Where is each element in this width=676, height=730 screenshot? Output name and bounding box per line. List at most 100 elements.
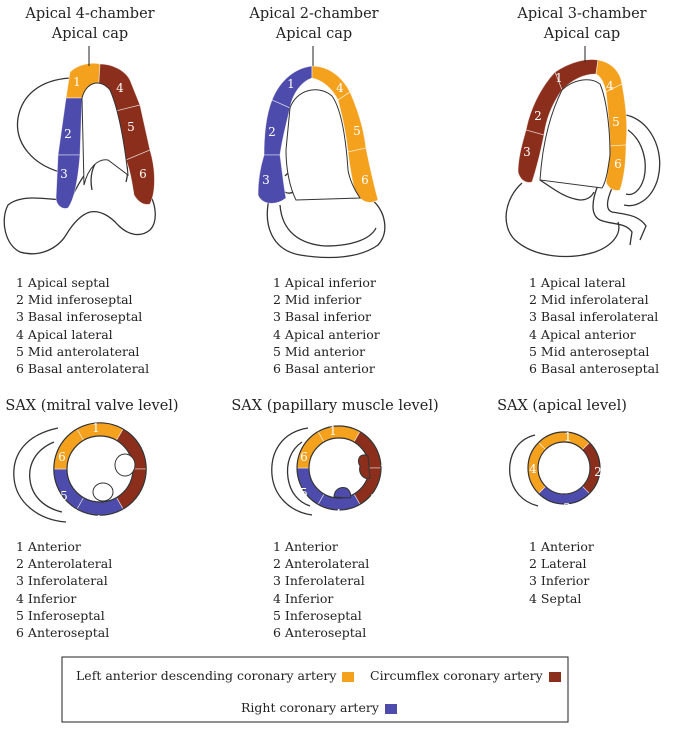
a3c-num-3: 3 bbox=[523, 145, 531, 159]
sax-mv-num-3: 3 bbox=[138, 495, 146, 509]
a3c-segment-list: 1 Apical lateral 2 Mid inferolateral 3 B… bbox=[529, 274, 659, 377]
a4c-cavity bbox=[81, 82, 129, 186]
a4c-atria-outline bbox=[3, 194, 156, 255]
list-item: 2 Mid inferior bbox=[273, 292, 362, 308]
sax-mv-outer-ring bbox=[53, 422, 147, 516]
sax-pm-num-2: 2 bbox=[380, 455, 388, 469]
a3c-num-6: 6 bbox=[614, 157, 622, 171]
a3c-num-1: 1 bbox=[555, 71, 563, 85]
list-item: 2 Mid inferolateral bbox=[529, 292, 649, 308]
a2c-num-2: 2 bbox=[268, 125, 276, 139]
a3c-num-2: 2 bbox=[534, 109, 542, 123]
a2c-heading: Apical 2-chamber Apical cap bbox=[234, 4, 394, 44]
a4c-num-4: 4 bbox=[116, 81, 124, 95]
a2c-title: Apical 2-chamber bbox=[249, 6, 379, 22]
rca-swatch bbox=[384, 703, 397, 714]
list-item: 6 Anteroseptal bbox=[273, 625, 367, 641]
list-item: 1 Anterior bbox=[273, 539, 338, 554]
list-item: 4 Septal bbox=[529, 590, 582, 606]
sax-ap-num-2: 2 bbox=[594, 465, 602, 479]
sax-mv-num-1: 1 bbox=[92, 421, 100, 435]
list-item: 5 Mid anterolateral bbox=[16, 343, 140, 359]
sax-ap-num-4: 4 bbox=[529, 462, 537, 476]
sax-mv-papillary-1 bbox=[114, 453, 136, 477]
sax-pm-rv-outline bbox=[271, 427, 313, 516]
a2c-subtitle: Apical cap bbox=[275, 26, 353, 42]
a3c-subtitle: Apical cap bbox=[543, 26, 621, 42]
a3c-aorta-outline bbox=[592, 184, 633, 246]
list-item: 4 Inferior bbox=[273, 590, 334, 606]
sax-pm-num-5: 5 bbox=[300, 486, 308, 500]
sax-pm-num-4: 4 bbox=[334, 507, 342, 521]
legend-rca-label: Right coronary artery bbox=[241, 700, 379, 715]
a3c-num-5: 5 bbox=[612, 115, 620, 129]
sax-mv-segment-list: 1 Anterior 2 Anterolateral 3 Inferolater… bbox=[16, 538, 112, 641]
a2c-segment-list: 1 Apical inferior 2 Mid inferior 3 Basal… bbox=[273, 274, 380, 377]
list-item: 1 Apical lateral bbox=[529, 275, 626, 290]
sax-mv-rv-inner bbox=[29, 441, 63, 513]
legend-rca: Right coronary artery bbox=[241, 700, 397, 715]
a2c-cavity bbox=[285, 89, 361, 201]
sax-mv-rv-outline bbox=[13, 427, 67, 523]
list-item: 2 Lateral bbox=[529, 556, 587, 572]
legend-lcx-label: Circumflex coronary artery bbox=[370, 668, 543, 683]
list-item: 4 Apical anterior bbox=[529, 326, 636, 342]
sax-mv-title: SAX (mitral valve level) bbox=[5, 398, 179, 414]
a4c-num-3: 3 bbox=[60, 167, 68, 181]
a4c-title: Apical 4-chamber bbox=[25, 6, 155, 22]
list-item: 1 Apical inferior bbox=[273, 275, 376, 290]
a2c-outline bbox=[266, 194, 386, 259]
sax-mv-papillary-2 bbox=[92, 482, 114, 502]
a4c-segment-list: 1 Apical septal 2 Mid inferoseptal 3 Bas… bbox=[16, 274, 149, 377]
a2c-seg3 bbox=[257, 154, 287, 204]
sax-pm-outer-ring bbox=[296, 425, 382, 511]
a2c-num-3: 3 bbox=[262, 173, 270, 187]
list-item: 3 Basal inferolateral bbox=[529, 309, 659, 325]
list-item: 5 Mid anterior bbox=[273, 343, 366, 359]
list-item: 5 Inferoseptal bbox=[16, 607, 105, 623]
list-item: 4 Apical anterior bbox=[273, 326, 380, 342]
sax-mv-num-2: 2 bbox=[144, 445, 152, 459]
list-item: 5 Inferoseptal bbox=[273, 607, 362, 623]
a2c-num-1: 1 bbox=[287, 77, 295, 91]
a4c-subtitle: Apical cap bbox=[51, 26, 129, 42]
lad-swatch bbox=[342, 671, 355, 682]
sax-pm-segment-list: 1 Anterior 2 Anterolateral 3 Inferolater… bbox=[273, 538, 369, 641]
a3c-aorta-outline-2 bbox=[606, 187, 647, 241]
sax-pm-papillary-lateral bbox=[357, 454, 371, 479]
sax-mv-num-5: 5 bbox=[60, 489, 68, 503]
list-item: 6 Basal anterolateral bbox=[16, 361, 150, 377]
list-item: 2 Anterolateral bbox=[273, 556, 370, 572]
a3c-outline bbox=[505, 182, 620, 258]
a2c-num-4: 4 bbox=[336, 81, 344, 95]
sax-pm-papillary-inferior bbox=[333, 487, 352, 499]
a3c-num-4: 4 bbox=[606, 79, 614, 93]
a2c-seg6 bbox=[347, 147, 379, 203]
list-item: 4 Inferior bbox=[16, 590, 77, 606]
legend-lcx: Circumflex coronary artery bbox=[370, 668, 561, 683]
list-item: 3 Basal inferior bbox=[273, 309, 371, 325]
a4c-num-6: 6 bbox=[139, 167, 147, 181]
sax-ap-outer-ring bbox=[527, 431, 601, 505]
a4c-heading: Apical 4-chamber Apical cap bbox=[10, 4, 170, 44]
legend-lad: Left anterior descending coronary artery bbox=[76, 668, 355, 683]
sax-ap-num-3: 3 bbox=[563, 501, 571, 515]
a2c-num-5: 5 bbox=[353, 124, 361, 138]
list-item: 3 Inferolateral bbox=[16, 573, 108, 589]
legend-box bbox=[61, 656, 569, 723]
a2c-num-6: 6 bbox=[361, 173, 369, 187]
a4c-num-2: 2 bbox=[64, 127, 72, 141]
sax-pm-num-6: 6 bbox=[300, 450, 308, 464]
list-item: 6 Basal anterior bbox=[273, 361, 375, 377]
a3c-title: Apical 3-chamber bbox=[517, 6, 647, 22]
sax-ap-title: SAX (apical level) bbox=[497, 398, 627, 414]
a4c-seg6 bbox=[125, 149, 155, 205]
list-item: 1 Anterior bbox=[529, 539, 594, 554]
list-item: 1 Apical septal bbox=[16, 275, 110, 290]
list-item: 6 Anteroseptal bbox=[16, 625, 110, 641]
legend-lad-label: Left anterior descending coronary artery bbox=[76, 668, 337, 683]
sax-ap-segment-list: 1 Anterior 2 Lateral 3 Inferior 4 Septal bbox=[529, 538, 594, 607]
sax-ap-num-1: 1 bbox=[564, 430, 572, 444]
